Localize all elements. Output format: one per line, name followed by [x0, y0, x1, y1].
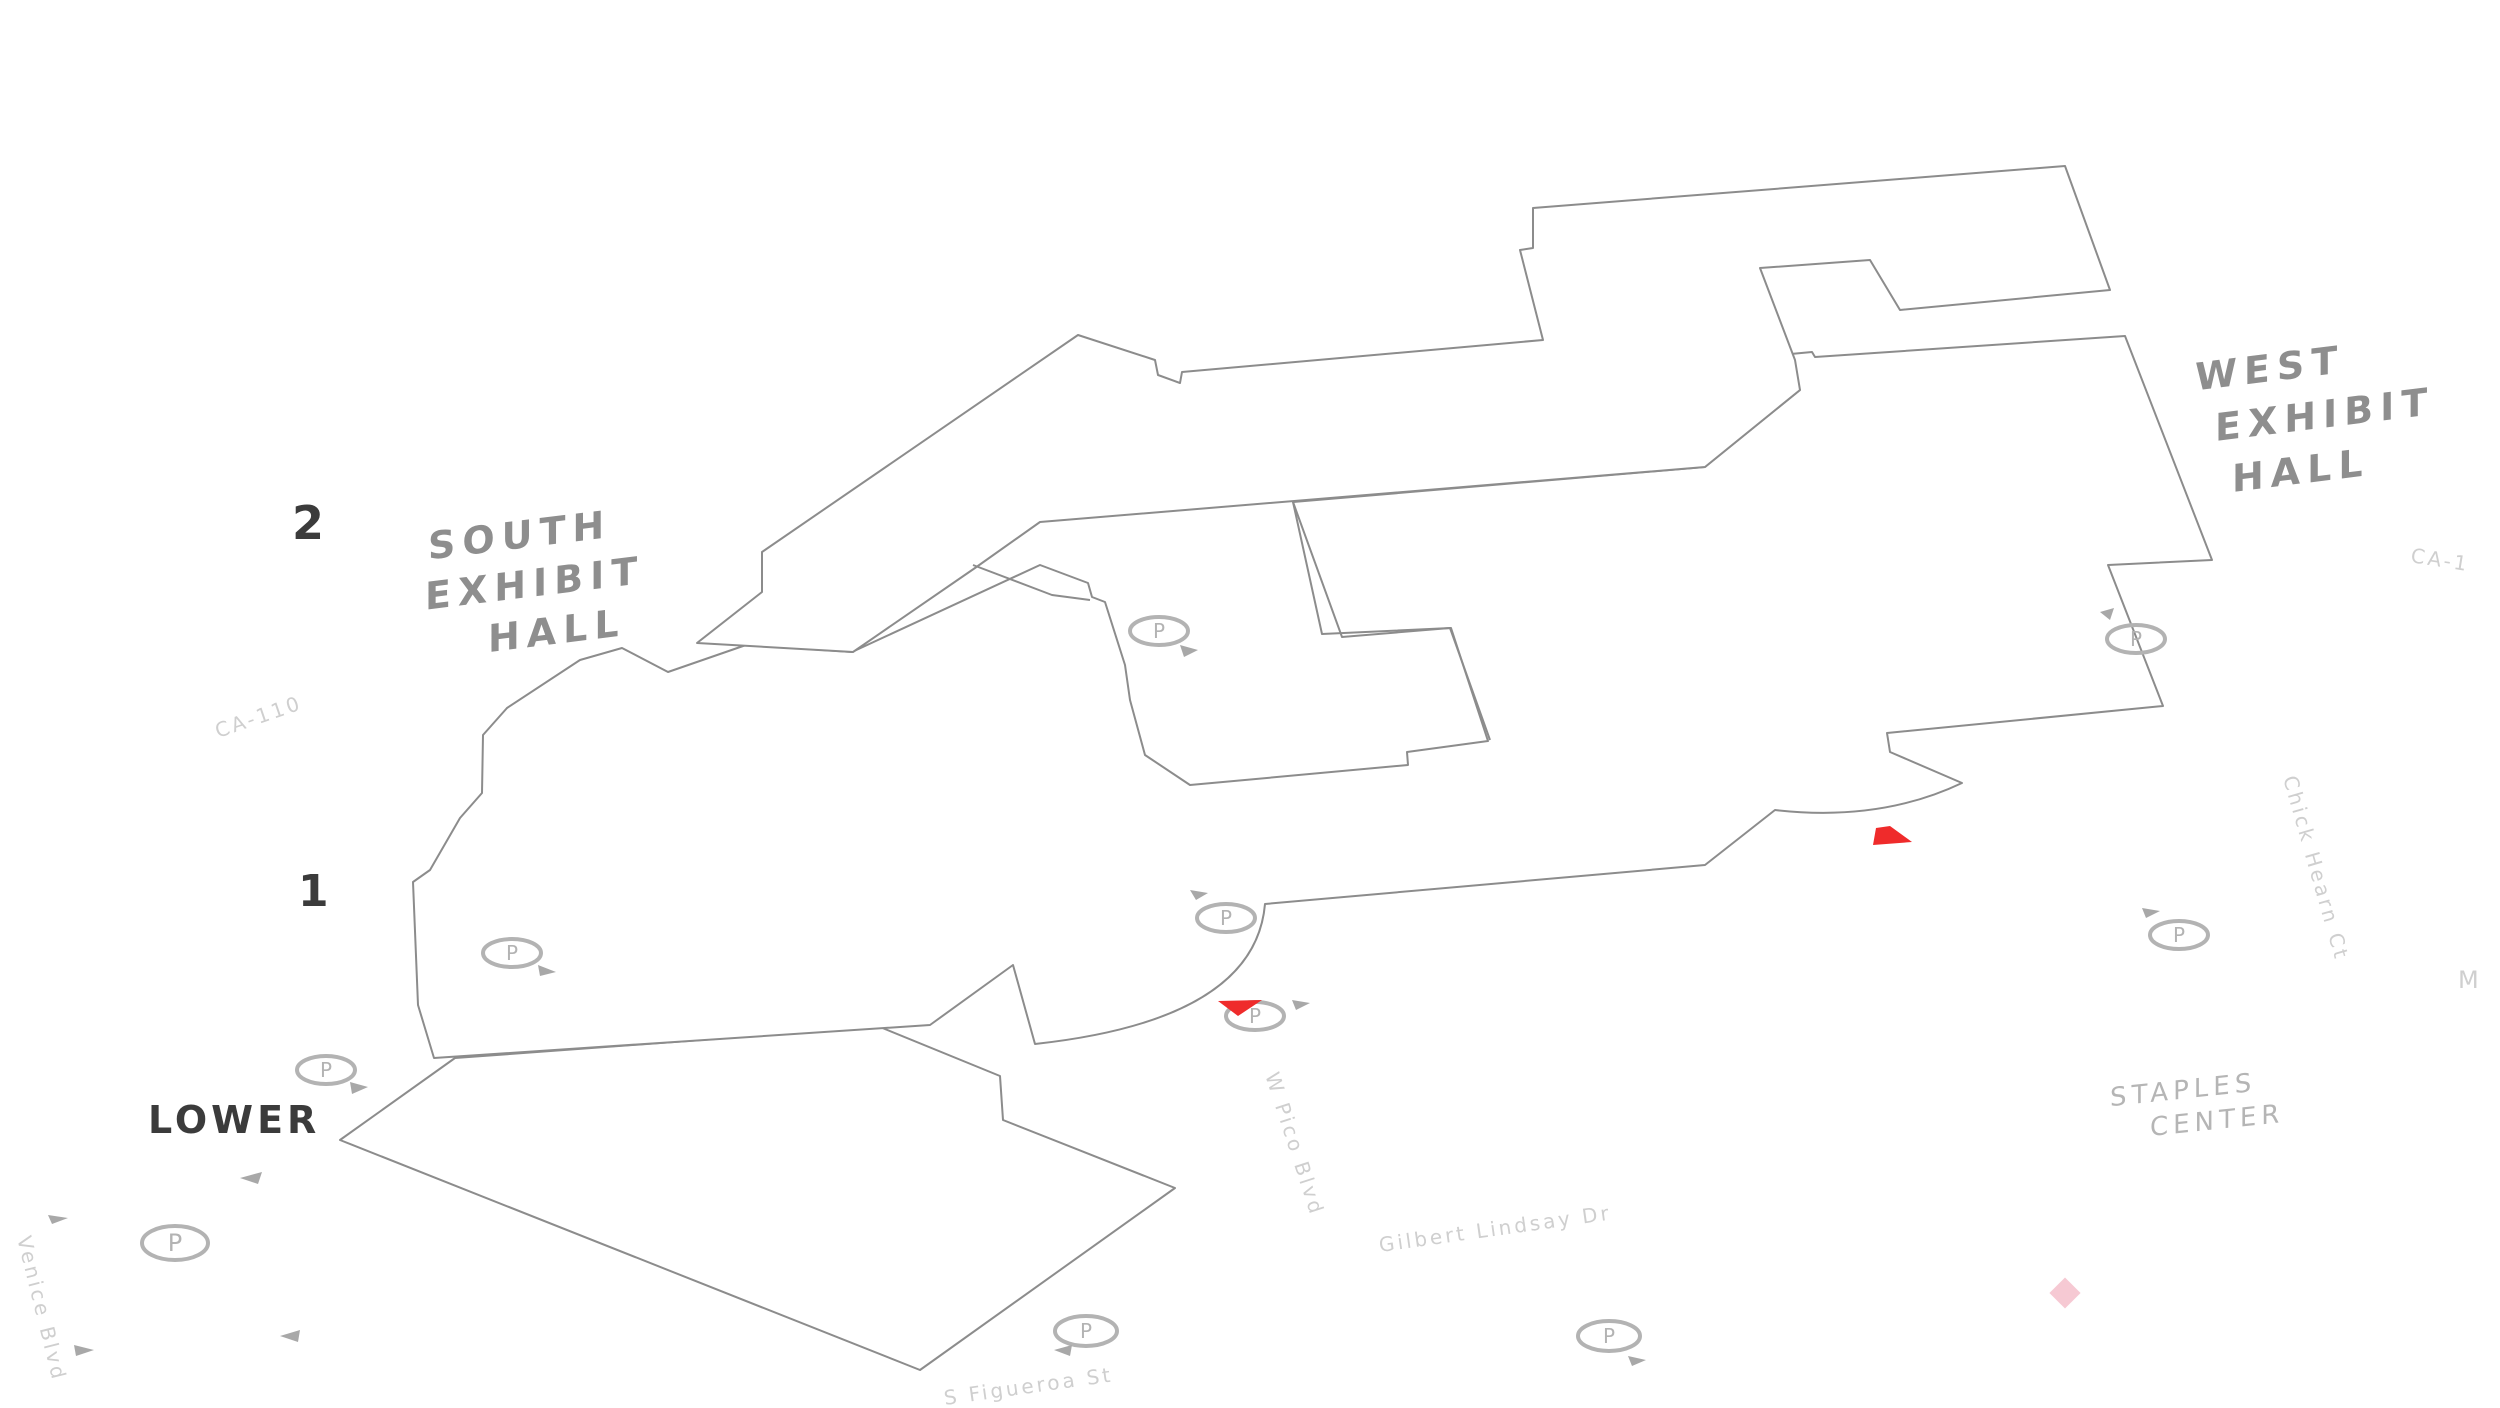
parking-icon[interactable]: P	[140, 1224, 210, 1262]
svg-text:P: P	[1249, 1004, 1261, 1028]
arrow-icon	[1054, 1345, 1072, 1356]
parking-icon[interactable]: P	[1576, 1319, 1642, 1353]
arrow-icon	[1190, 890, 1208, 900]
location-marker-icon[interactable]	[1218, 1000, 1262, 1016]
level-1-outline[interactable]	[412, 335, 2213, 1059]
level-2-button[interactable]: 2	[292, 496, 328, 550]
parking-icon[interactable]: P	[295, 1054, 357, 1086]
svg-text:P: P	[2130, 627, 2142, 651]
arrow-icon	[1180, 645, 1198, 657]
arrow-icon	[280, 1330, 300, 1342]
svg-text:P: P	[506, 941, 518, 965]
street-ca-110-left: CA-110	[212, 691, 305, 743]
hall-divider	[972, 564, 1091, 601]
parking-icon[interactable]: P	[2105, 623, 2167, 655]
street-s-figueroa: S Figueroa St	[942, 1362, 1114, 1408]
staples-center-label: STAPLES CENTER	[2110, 1068, 2284, 1143]
parking-icon[interactable]: P	[1195, 902, 1257, 934]
west-hall-line-3: HALL	[2232, 440, 2370, 501]
level-2-outline[interactable]	[696, 165, 2111, 653]
lower-level-outline[interactable]	[339, 1026, 1176, 1371]
svg-text:P: P	[1220, 906, 1232, 930]
street-gilbert-lindsay: Gilbert Lindsay Dr	[1377, 1201, 1613, 1257]
west-exhibit-hall-label: WEST EXHIBIT HALL	[2195, 337, 2434, 501]
south-exhibit-hall-label: SOUTH EXHIBIT HALL	[425, 502, 644, 661]
arrow-icon	[1628, 1356, 1646, 1366]
svg-text:P: P	[1153, 619, 1165, 643]
parking-icon[interactable]: P	[1053, 1314, 1119, 1348]
street-partial-right: M	[2458, 966, 2482, 994]
hall-divider	[1292, 501, 1491, 741]
svg-text:P: P	[1603, 1324, 1615, 1348]
parking-icon[interactable]: P	[2148, 919, 2210, 951]
street-venice: Venice Blvd	[12, 1233, 71, 1384]
arrow-icon	[48, 1215, 68, 1224]
street-chick-hearn: Chick Hearn Ct	[2278, 773, 2354, 964]
arrow-icon	[538, 965, 556, 976]
location-marker-icon[interactable]	[1873, 826, 1912, 845]
svg-text:P: P	[1080, 1319, 1092, 1343]
level-lower-button[interactable]: LOWER	[148, 1098, 321, 1142]
parking-icon[interactable]: P	[481, 937, 543, 969]
street-w-pico: W Pico Blvd	[1260, 1069, 1329, 1219]
svg-text:P: P	[320, 1058, 332, 1082]
street-ca-1-right: CA-1	[2409, 543, 2471, 576]
level-1-button[interactable]: 1	[298, 866, 332, 917]
arrow-icon	[2142, 908, 2160, 918]
arrow-icon	[240, 1172, 262, 1184]
arrow-icon	[74, 1345, 94, 1356]
arrow-icon	[2100, 608, 2114, 620]
parking-icon[interactable]: P	[1128, 615, 1190, 647]
arrow-icon	[350, 1082, 368, 1094]
highlight-marker-icon[interactable]	[2049, 1277, 2081, 1309]
arrow-icon	[1292, 1000, 1310, 1010]
svg-text:P: P	[168, 1229, 182, 1257]
svg-text:P: P	[2173, 923, 2185, 947]
west-hall-line-1: WEST	[2195, 337, 2344, 399]
